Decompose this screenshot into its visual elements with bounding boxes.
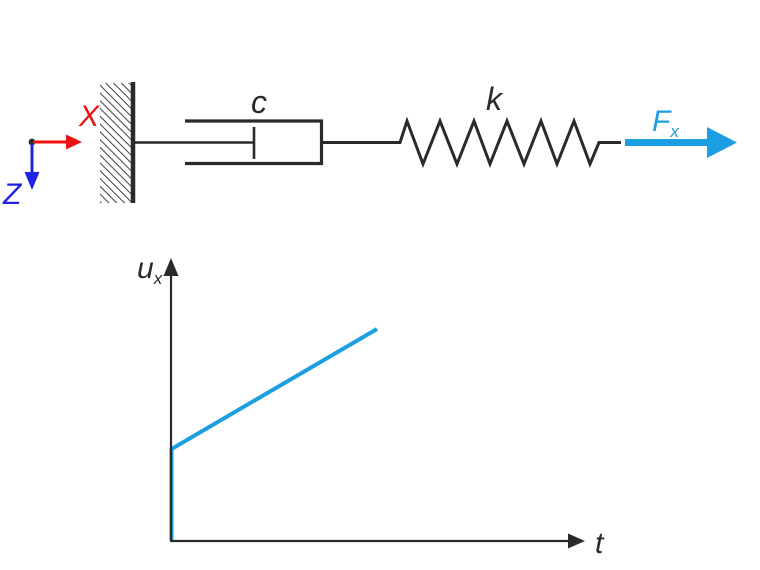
coordinate-system: X Z <box>2 100 100 211</box>
force-arrowhead-icon <box>707 127 737 158</box>
response-graph: ux t <box>137 252 605 560</box>
spring-label: k <box>486 81 504 117</box>
origin-dot <box>28 138 36 146</box>
applied-force: Fx <box>625 105 737 158</box>
x-axis-arrowhead-icon <box>66 134 82 150</box>
damper-label: c <box>251 84 267 120</box>
spring-zigzag <box>323 116 621 169</box>
force-label: Fx <box>652 105 679 141</box>
graph-x-axis-arrowhead-icon <box>568 533 585 549</box>
z-axis-label: Z <box>2 178 23 211</box>
graph-y-axis-arrowhead-icon <box>163 258 179 276</box>
graph-x-axis-label: t <box>595 527 605 560</box>
force-label-subscript: x <box>669 122 679 141</box>
damper: c <box>135 84 324 166</box>
response-curve <box>169 327 379 540</box>
damper-cylinder <box>185 119 324 166</box>
graph-y-axis-label: ux <box>137 252 163 288</box>
spring: k <box>323 81 621 169</box>
force-label-main: F <box>652 105 672 138</box>
x-axis-label: X <box>78 100 100 133</box>
wall-hatching <box>100 83 131 203</box>
fixed-wall <box>100 82 136 203</box>
z-axis-arrowhead-icon <box>24 172 40 190</box>
graph-y-label-subscript: x <box>153 269 163 288</box>
graph-y-label-main: u <box>137 252 154 285</box>
